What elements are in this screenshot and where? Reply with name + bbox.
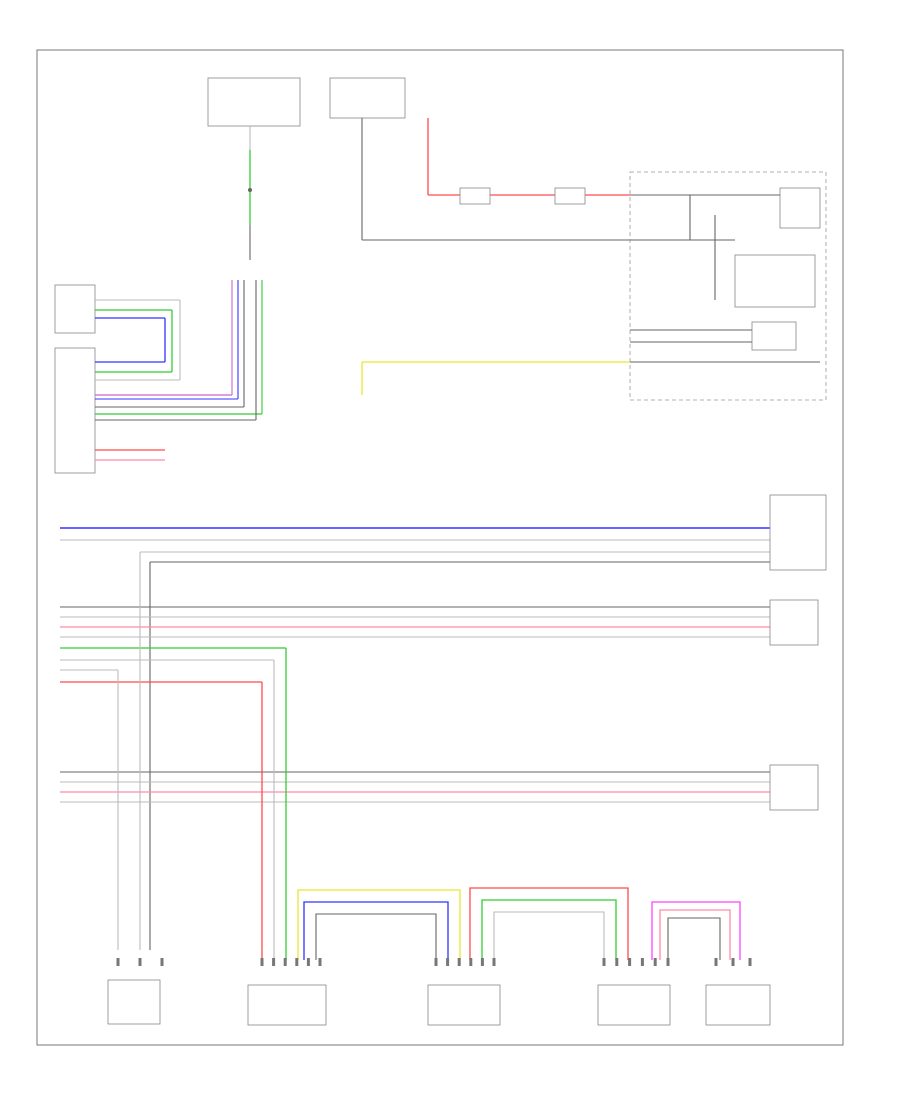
- connector-pin: [295, 958, 299, 966]
- connector-pin: [492, 958, 496, 966]
- bus-wires: [60, 494, 827, 950]
- connector-pin: [272, 958, 276, 966]
- connector-pin: [640, 958, 644, 966]
- fuse-right: [554, 187, 586, 205]
- diagram-frame: [36, 49, 844, 1046]
- front-sensor-end: [769, 599, 819, 646]
- meter-sub-box: [734, 254, 816, 308]
- fuse-left: [459, 187, 491, 205]
- connector-pin: [116, 958, 120, 966]
- left-sensor-box: [54, 284, 96, 334]
- bottom-module-3: [427, 984, 501, 1026]
- connector-pin: [602, 958, 606, 966]
- bottom-modules: [107, 979, 771, 1026]
- bottom-module-2: [247, 984, 327, 1026]
- connector-pin: [714, 958, 718, 966]
- connector-pin: [160, 958, 164, 966]
- connector-pin: [615, 958, 619, 966]
- bottom-module-4: [597, 984, 671, 1026]
- connector-pin: [306, 958, 310, 966]
- connector-pin: [283, 958, 287, 966]
- connector-pin: [480, 958, 484, 966]
- connector-pin: [457, 958, 461, 966]
- relay-box-top-right: [329, 77, 406, 119]
- connector-pins: [116, 958, 752, 966]
- multi-display-end: [769, 494, 827, 571]
- bottom-module-1: [107, 979, 161, 1025]
- left-ecu-box: [54, 347, 96, 474]
- connector-pin: [318, 958, 322, 966]
- bottom-module-5: [705, 984, 771, 1026]
- top-fuse-relay-group: [207, 77, 827, 401]
- meter-ecu-box: [751, 321, 797, 351]
- connector-pin: [653, 958, 657, 966]
- connector-pin: [469, 958, 473, 966]
- connector-pin: [138, 958, 142, 966]
- vertical-drops: [117, 552, 741, 960]
- left-ecu-group: [54, 280, 263, 474]
- connector-pin: [628, 958, 632, 966]
- meter-cpu-box: [779, 187, 821, 229]
- connector-pin: [446, 958, 450, 966]
- rear-sensor-end: [769, 764, 819, 811]
- connector-pin: [748, 958, 752, 966]
- combination-meter-box: [629, 171, 827, 401]
- connector-pin: [731, 958, 735, 966]
- connector-pin: [666, 958, 670, 966]
- connector-dot: [248, 188, 252, 192]
- relay-box-top-left: [207, 77, 301, 127]
- connector-pin: [434, 958, 438, 966]
- connector-pin: [260, 958, 264, 966]
